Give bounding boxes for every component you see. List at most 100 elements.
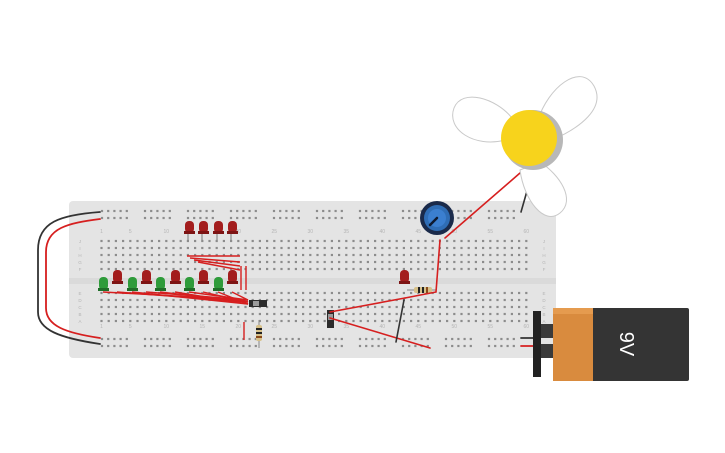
breadboard-hole[interactable] [186,260,189,264]
breadboard-hole[interactable] [107,298,110,302]
black-wire[interactable] [37,211,101,345]
breadboard-hole[interactable] [496,312,499,316]
green-led[interactable] [155,277,166,291]
breadboard-hole[interactable] [119,216,122,220]
breadboard-hole[interactable] [237,305,240,309]
breadboard-hole[interactable] [395,260,398,264]
breadboard-hole[interactable] [424,267,427,271]
breadboard-hole[interactable] [414,209,417,213]
breadboard-hole[interactable] [150,319,153,323]
breadboard-hole[interactable] [208,312,211,316]
breadboard-hole[interactable] [474,305,477,309]
breadboard-hole[interactable] [215,305,218,309]
breadboard-hole[interactable] [122,298,125,302]
breadboard-hole[interactable] [474,267,477,271]
breadboard-hole[interactable] [438,298,441,302]
breadboard-hole[interactable] [215,267,218,271]
breadboard-hole[interactable] [179,298,182,302]
breadboard-hole[interactable] [316,246,319,250]
breadboard-hole[interactable] [143,305,146,309]
breadboard-hole[interactable] [494,337,497,341]
breadboard-hole[interactable] [510,260,513,264]
breadboard-hole[interactable] [410,298,413,302]
breadboard-hole[interactable] [107,319,110,323]
breadboard-hole[interactable] [136,253,139,257]
breadboard-hole[interactable] [229,344,233,348]
breadboard-hole[interactable] [316,298,319,302]
breadboard-hole[interactable] [500,337,503,341]
breadboard-hole[interactable] [381,246,384,250]
breadboard-hole[interactable] [143,246,146,250]
breadboard-hole[interactable] [345,305,348,309]
breadboard-hole[interactable] [100,216,104,220]
breadboard-hole[interactable] [179,305,182,309]
breadboard-hole[interactable] [446,239,449,243]
breadboard-hole[interactable] [482,305,485,309]
breadboard-hole[interactable] [410,319,413,323]
red-led[interactable] [198,221,209,240]
breadboard-hole[interactable] [334,344,337,348]
breadboard-hole[interactable] [358,209,362,213]
breadboard-hole[interactable] [315,216,319,220]
breadboard-hole[interactable] [438,305,441,309]
breadboard-hole[interactable] [446,253,449,257]
breadboard-hole[interactable] [156,216,159,220]
breadboard-hole[interactable] [242,209,245,213]
breadboard-hole[interactable] [330,291,333,295]
breadboard-hole[interactable] [525,246,528,250]
breadboard-hole[interactable] [381,267,384,271]
breadboard-hole[interactable] [500,209,503,213]
breadboard-hole[interactable] [273,260,276,264]
breadboard-hole[interactable] [258,239,261,243]
breadboard-hole[interactable] [100,291,103,295]
breadboard-hole[interactable] [414,337,417,341]
breadboard-hole[interactable] [125,337,128,341]
breadboard-hole[interactable] [460,319,463,323]
breadboard-hole[interactable] [438,312,441,316]
breadboard-hole[interactable] [302,319,305,323]
breadboard-hole[interactable] [460,253,463,257]
breadboard-hole[interactable] [254,344,257,348]
breadboard-hole[interactable] [272,337,276,341]
breadboard-hole[interactable] [323,298,326,302]
breadboard-hole[interactable] [287,291,290,295]
breadboard-hole[interactable] [494,216,497,220]
breadboard-hole[interactable] [309,267,312,271]
red-wire[interactable] [444,172,521,239]
breadboard-hole[interactable] [402,260,405,264]
breadboard-hole[interactable] [285,216,288,220]
breadboard-hole[interactable] [323,253,326,257]
breadboard-hole[interactable] [489,246,492,250]
breadboard-hole[interactable] [272,216,276,220]
breadboard-hole[interactable] [114,260,117,264]
breadboard-hole[interactable] [371,209,374,213]
breadboard-hole[interactable] [457,209,460,213]
breadboard-hole[interactable] [237,239,240,243]
breadboard-hole[interactable] [294,253,297,257]
breadboard-hole[interactable] [417,246,420,250]
breadboard-hole[interactable] [510,298,513,302]
breadboard-hole[interactable] [467,239,470,243]
breadboard-hole[interactable] [328,216,331,220]
breadboard-hole[interactable] [463,209,466,213]
breadboard-hole[interactable] [474,312,477,316]
breadboard-hole[interactable] [254,216,257,220]
breadboard-hole[interactable] [201,239,204,243]
potentiometer[interactable] [420,201,454,235]
breadboard-hole[interactable] [156,344,159,348]
led-group-top[interactable] [184,221,238,240]
breadboard-hole[interactable] [503,267,506,271]
breadboard-hole[interactable] [251,239,254,243]
breadboard-hole[interactable] [388,253,391,257]
breadboard-hole[interactable] [122,239,125,243]
breadboard-hole[interactable] [251,312,254,316]
breadboard-hole[interactable] [297,337,300,341]
breadboard-hole[interactable] [201,319,204,323]
breadboard-hole[interactable] [503,253,506,257]
breadboard-hole[interactable] [248,209,251,213]
breadboard-hole[interactable] [280,291,283,295]
breadboard-hole[interactable] [383,337,386,341]
breadboard-hole[interactable] [431,260,434,264]
breadboard-hole[interactable] [334,209,337,213]
breadboard-hole[interactable] [100,267,103,271]
